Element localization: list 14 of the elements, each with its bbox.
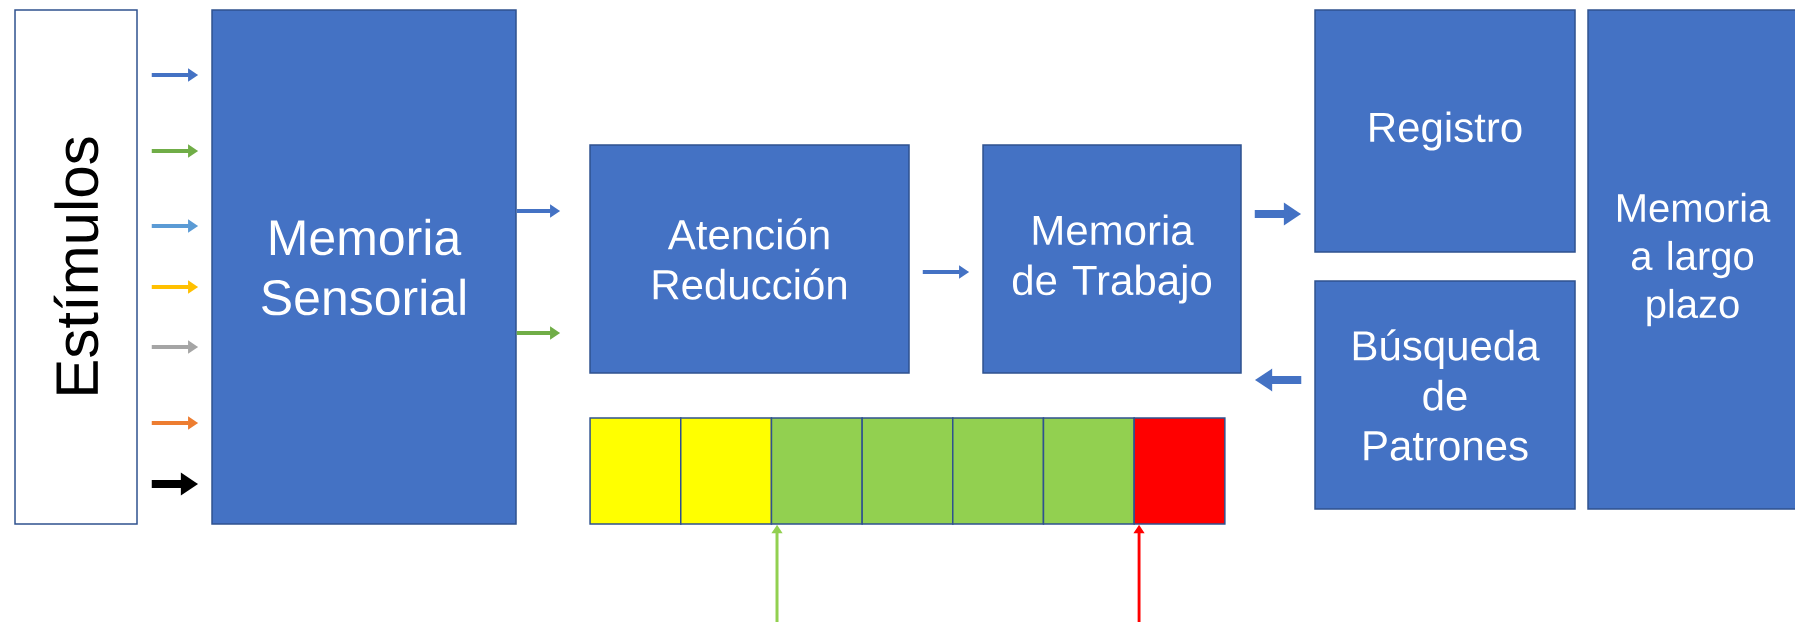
color-cell <box>952 417 1045 525</box>
stimulus-box: Estímulos <box>14 9 138 525</box>
process-box: Búsqueda de Patrones <box>1314 280 1576 510</box>
color-cell <box>1042 417 1135 525</box>
process-box: Registro <box>1314 9 1576 253</box>
color-cell <box>861 417 954 525</box>
color-cell <box>680 417 773 525</box>
process-box: Memoria de Trabajo <box>982 144 1242 374</box>
color-cell <box>1133 417 1226 525</box>
color-cell <box>589 417 682 525</box>
process-box: Memoria a largo plazo <box>1587 9 1795 510</box>
color-cell <box>770 417 863 525</box>
process-box: Atención Reducción <box>589 144 910 374</box>
process-box: Memoria Sensorial <box>211 9 517 525</box>
